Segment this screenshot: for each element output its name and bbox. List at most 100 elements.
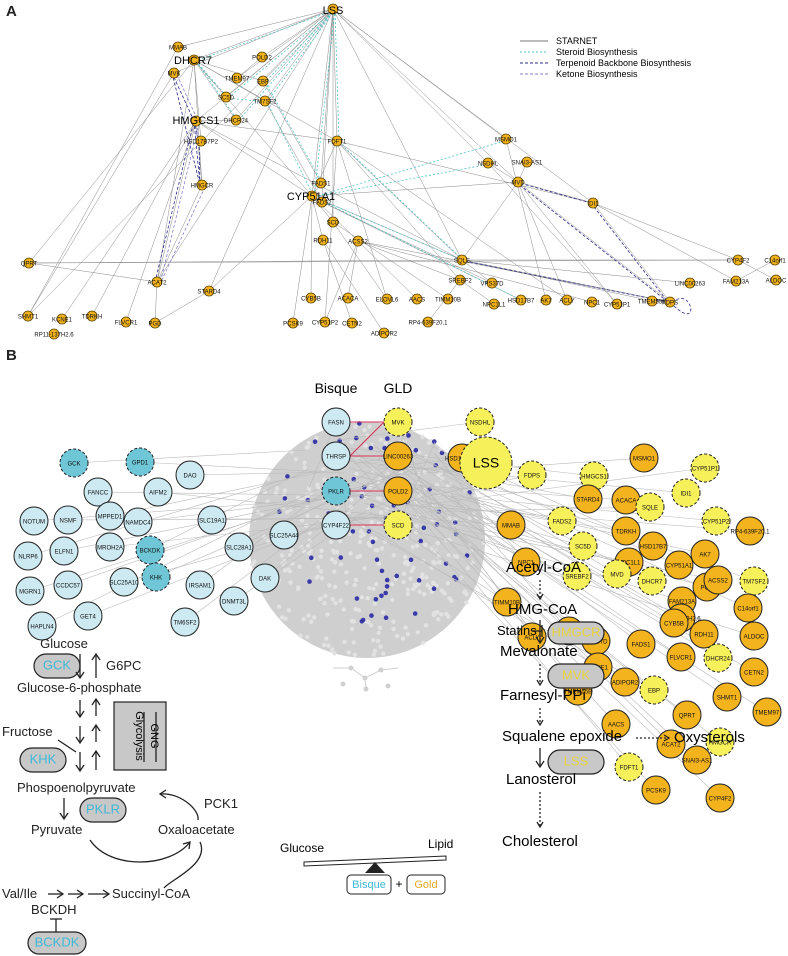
b-edge-gold [380, 457, 645, 477]
hub-node [312, 615, 317, 620]
a-edge-starnet [311, 195, 334, 223]
hub-node [362, 566, 367, 571]
a-node-label-linc00263: LINC00263 [675, 282, 706, 288]
hub-node [410, 586, 416, 592]
a-edge-starnet [320, 8, 334, 184]
b-node-label-fads2: FADS2 [552, 520, 572, 526]
hub-node [332, 584, 338, 590]
a-edge-starnet [292, 195, 313, 324]
hub-node-highlight [385, 436, 390, 441]
b-edge-gold [424, 506, 651, 513]
a-node-label-scd: SCD [327, 221, 340, 227]
b-node-nlrp6 [13, 541, 43, 571]
a-node-label-elovl6: ELOVL6 [376, 298, 399, 304]
a-edge-starnet [336, 140, 388, 300]
a-edge-starnet [195, 120, 313, 197]
hub-node [349, 497, 354, 502]
balance-plus: + [395, 877, 402, 891]
hub-node [304, 494, 309, 499]
a-node-label-hmgcr: HMGCR [191, 184, 214, 190]
hub-node [266, 476, 271, 482]
b-node-pold2 [383, 476, 413, 506]
b-node-label-fancc: FANCC [88, 491, 109, 497]
a-edge-ketone [176, 74, 200, 124]
hub-node [305, 543, 311, 548]
hub-node [323, 593, 328, 599]
a-node-ebp [257, 75, 269, 87]
hub-node [420, 640, 426, 645]
b-node-label-pcsk9: PCSK9 [646, 789, 666, 795]
hub-node [315, 514, 320, 520]
bckdk-box [27, 931, 87, 955]
khk-label: KHK [30, 751, 57, 766]
hub-node [436, 617, 441, 622]
a-node-label-acaca: ACACA [338, 297, 359, 303]
hmgcoa-label: HMG-CoA [508, 601, 577, 618]
b-node-label-get4: GET4 [80, 615, 96, 621]
b-node-label-mmab: MMAB [502, 524, 520, 530]
b-node-rp4-639f20-1 [735, 516, 765, 546]
a-edge-terpenoid [515, 181, 669, 303]
b-node-label-aacs: AACS [608, 723, 624, 729]
b-node-dhcr7 [637, 566, 667, 596]
b-node-label-cetn2: CETN2 [744, 671, 764, 677]
a-node-label-acat2: ACAT2 [148, 281, 168, 287]
b-node-fads2 [547, 506, 577, 536]
a-edge-starnet [357, 240, 418, 300]
a-edge-starnet [261, 8, 334, 58]
hub-node [252, 559, 257, 564]
b-node-cyb5b [659, 608, 689, 638]
b-edge-bisque [189, 471, 336, 476]
arrowhead [182, 841, 191, 850]
hub-node [326, 643, 331, 648]
hub-node-highlight [418, 538, 424, 544]
b-node-label-mpped1: MPPED1 [98, 515, 123, 521]
a-node-cetn2 [346, 317, 358, 329]
oxaloacetate-label: Oxaloacetate [158, 822, 235, 837]
hub-node-highlight [282, 496, 288, 501]
hub-node [376, 630, 381, 635]
b-node-tm6sf2 [170, 607, 200, 637]
hub-node [391, 553, 396, 558]
legend-label-terpenoid: Terpenoid Backbone Biosynthesis [556, 58, 692, 68]
gold-pill [406, 874, 446, 895]
g6pc-label: G6PC [106, 658, 141, 673]
b-edge-gold [404, 451, 749, 609]
hub-node [382, 539, 388, 544]
hub-node [344, 570, 349, 575]
b-node-label-dao: DAO [183, 474, 196, 480]
b-node-label-pold2: POLD2 [388, 490, 408, 496]
hub-node-highlight [431, 586, 437, 592]
b-node-label-lss: LSS [473, 455, 499, 471]
a-node-label-pcsk9: PCSK9 [283, 322, 303, 328]
a-node-label-mvd: MVD [511, 181, 525, 187]
a-edge-starnet [461, 181, 519, 261]
b-node-gck [59, 448, 89, 478]
hub-node [276, 604, 282, 609]
hub-node-highlight [431, 439, 437, 444]
b-node-label-irsam1: IRSAM1 [189, 584, 212, 590]
b-edge-bisque [27, 469, 318, 557]
hub-node-highlight [464, 553, 470, 558]
a-edge-starnet [459, 279, 495, 305]
b-node-label-fdft1: FDFT1 [620, 766, 639, 772]
b-node-cyp51p2 [701, 506, 731, 536]
hub-node [429, 545, 435, 551]
hub-node [297, 564, 302, 570]
hub-node [378, 510, 384, 515]
hub-node [314, 435, 319, 441]
a-node-npc1 [586, 296, 598, 308]
b-edge-gold [397, 441, 436, 526]
a-node-aacs [411, 293, 423, 305]
lanosterol-label: Lanosterol [506, 771, 576, 788]
hub-node [367, 424, 372, 429]
hub-node [444, 611, 449, 617]
hub-node-highlight [338, 555, 344, 560]
hub-node [410, 544, 416, 550]
hub-node [352, 582, 358, 588]
hub-node [318, 569, 324, 574]
hub-node [286, 607, 292, 613]
b-node-label-idi1: IDI1 [680, 492, 692, 498]
a-node-label-rp4-639f20-1: RP4-639F20.1 [408, 321, 448, 327]
hub-node [402, 554, 408, 560]
